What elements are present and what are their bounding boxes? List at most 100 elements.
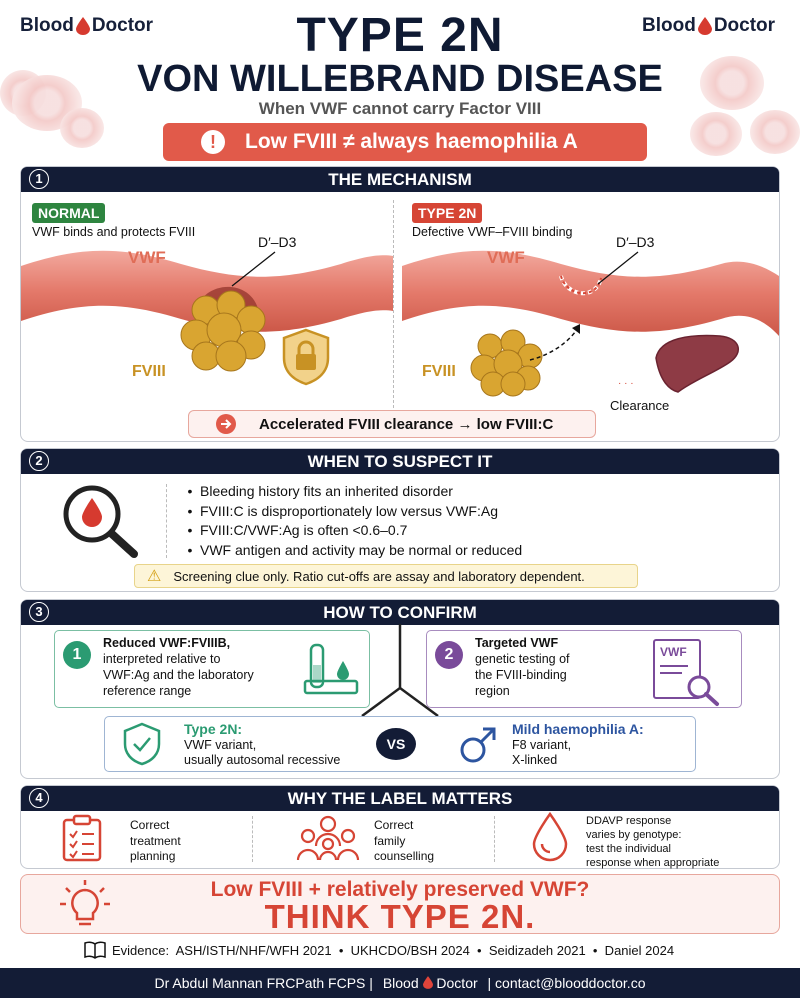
step-1-line: interpreted relative to: [103, 652, 221, 666]
clearance-label: Clearance: [610, 398, 670, 413]
why-line: planning: [130, 849, 176, 863]
fviii-label-normal: FVIII: [132, 363, 166, 380]
footer-brand-doctor: Doctor: [436, 975, 478, 991]
warning-text: Screening clue only. Ratio cut-offs are …: [173, 568, 585, 584]
confirm-step-2-card: 2 Targeted VWF genetic testing of the FV…: [426, 630, 742, 708]
divider: [393, 200, 394, 408]
type2n-caption: Defective VWF–FVIII binding: [412, 225, 573, 239]
think-banner: [20, 874, 780, 934]
domain-label-normal: D′–D3: [258, 234, 297, 250]
list-item: FVIII:C is disproportionately low versus…: [180, 502, 522, 522]
list-item: FVIII:C/VWF:Ag is often <0.6–0.7: [180, 521, 522, 541]
section-number: 1: [29, 169, 49, 189]
step-2-title: Targeted VWF: [475, 636, 559, 650]
domain-pointer-type2n: [597, 251, 639, 285]
divider: [166, 484, 167, 558]
brand-blood-text: Blood: [20, 15, 74, 36]
why-line: Correct: [374, 818, 414, 832]
brand-doctor-text: Doctor: [91, 15, 154, 36]
section-header: 4 WHY THE LABEL MATTERS: [21, 786, 779, 811]
normal-caption: VWF binds and protects FVIII: [32, 225, 196, 239]
blood-drop-icon: [75, 17, 90, 35]
magnifier-icon: [687, 675, 719, 706]
haemophilia-compare: Mild haemophilia A: F8 variant, X-linked: [512, 721, 644, 769]
step-number: 1: [63, 641, 91, 669]
section-number: 4: [29, 788, 49, 808]
fviii-protein-normal: [180, 290, 266, 372]
male-symbol-icon: [460, 727, 496, 763]
section-number: 2: [29, 451, 49, 471]
confirm-connector: [361, 624, 439, 718]
step-number: 2: [435, 641, 463, 669]
why-line: treatment: [130, 833, 181, 848]
shield-check-icon: [123, 722, 161, 766]
brand-blood-text: Blood: [642, 15, 696, 36]
section-title: HOW TO CONFIRM: [323, 603, 477, 622]
red-blood-cell-decoration: [690, 112, 742, 156]
why-item-treatment: Correct treatment planning: [130, 818, 181, 865]
warning-icon: ⚠: [147, 568, 162, 585]
blood-drop-icon: [697, 17, 712, 35]
divider: [494, 816, 495, 862]
alert-banner: ! Low FVIII ≠ always haemophilia A: [163, 123, 647, 161]
warning-note: ⚠ Screening clue only. Ratio cut-offs ar…: [134, 564, 638, 588]
document-search-icon: VWF: [653, 639, 701, 699]
step-2-line: genetic testing of: [475, 652, 570, 666]
clipboard-icon: [62, 814, 102, 862]
blood-drop-icon: [532, 812, 568, 862]
family-icon: [296, 815, 360, 861]
haemophilia-compare-line: X-linked: [512, 753, 558, 767]
type2n-compare-line: usually autosomal recessive: [184, 753, 341, 767]
liver-icon: [655, 334, 740, 393]
divider: [252, 816, 253, 862]
section-title: THE MECHANISM: [328, 170, 472, 189]
step-1-line: reference range: [103, 684, 192, 698]
fviii-protein-type2n: [470, 329, 543, 397]
red-blood-cell-decoration: [750, 110, 800, 154]
section-title: WHY THE LABEL MATTERS: [287, 789, 513, 808]
magnifier-blood-icon: [63, 485, 138, 558]
red-blood-cell-decoration: [60, 108, 104, 148]
why-line: varies by genotype:: [586, 829, 682, 841]
page-title-line1: TYPE 2N: [296, 9, 504, 62]
red-blood-cell-decoration: [700, 56, 764, 110]
list-item: VWF antigen and activity may be normal o…: [180, 541, 522, 561]
domain-pointer-normal: [231, 251, 276, 287]
footer-author: Dr Abdul Mannan FRCPath FCPS |: [154, 975, 373, 991]
section-header: 2 WHEN TO SUSPECT IT: [21, 449, 779, 474]
normal-tag: NORMAL: [32, 203, 106, 223]
footer: Dr Abdul Mannan FRCPath FCPS | Blood Doc…: [0, 968, 800, 998]
footer-brand-blood: Blood: [382, 975, 419, 991]
brand-logo-right: Blood Doctor: [642, 15, 775, 37]
why-item-ddavp: DDAVP response varies by genotype: test …: [586, 814, 719, 870]
brand-doctor-text: Doctor: [713, 15, 776, 36]
why-item-counselling: Correct family counselling: [374, 818, 434, 865]
exclamation-icon: !: [201, 130, 225, 154]
haemophilia-compare-line: F8 variant,: [512, 737, 572, 752]
lightbulb-icon: [60, 880, 110, 926]
section-header: 3 HOW TO CONFIRM: [21, 600, 779, 625]
vwf-label-normal: VWF: [128, 248, 166, 267]
haemophilia-compare-title: Mild haemophilia A:: [512, 721, 644, 737]
lock-icon: [282, 328, 330, 386]
step-1-title: Reduced VWF:FVIIIB,: [103, 636, 231, 650]
result-pill: Accelerated FVIII clearance → low FVIII:…: [188, 410, 596, 438]
vwf-label-type2n: VWF: [487, 248, 525, 267]
step-1-text: Reduced VWF:FVIIIB, interpreted relative…: [103, 635, 254, 699]
test-tube-icon: [303, 643, 359, 695]
section-why: 4 WHY THE LABEL MATTERS: [20, 785, 780, 869]
list-item: Bleeding history fits an inherited disor…: [180, 482, 522, 502]
why-line: family: [374, 833, 406, 848]
step-2-text: Targeted VWF genetic testing of the FVII…: [475, 635, 570, 699]
why-line: DDAVP response: [586, 815, 672, 827]
type2n-compare: Type 2N: VWF variant, usually autosomal …: [184, 721, 341, 769]
section-title: WHEN TO SUSPECT IT: [307, 452, 493, 471]
vs-badge: VS: [376, 728, 416, 760]
page-subtitle: When VWF cannot carry Factor VIII: [258, 99, 542, 118]
suspect-bullet-list: Bleeding history fits an inherited disor…: [180, 482, 522, 560]
brand-logo-left: Blood Doctor: [20, 15, 153, 37]
step-2-line: the FVIII-binding: [475, 668, 567, 682]
dashed-arrow-icon: [529, 324, 580, 361]
page-title-line2: VON WILLEBRAND DISEASE: [137, 58, 663, 100]
section-number: 3: [29, 602, 49, 622]
